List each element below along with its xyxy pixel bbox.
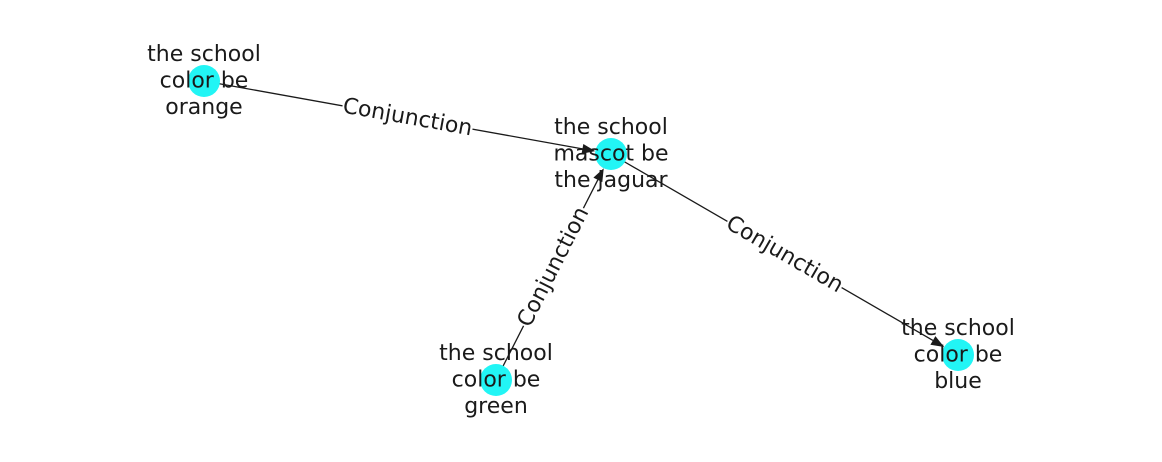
arrowhead-mascot-blue <box>930 336 945 347</box>
node-label-line: the school <box>147 42 261 67</box>
edge-label-background <box>719 208 850 301</box>
node-circle <box>188 65 220 97</box>
arrowhead-green-mascot <box>593 168 604 183</box>
edge-label-text: Conjunction <box>722 211 848 298</box>
node-label-line: the school <box>439 341 553 366</box>
node-circle <box>480 364 512 396</box>
arrowhead-orange-mascot <box>581 143 596 154</box>
node-label-line: the school <box>901 316 1015 341</box>
node-label-line: the school <box>554 115 668 140</box>
node-circle <box>595 138 627 170</box>
node-label-line: orange <box>165 95 242 120</box>
node-label-line: color be <box>914 343 1003 368</box>
node-label-line: blue <box>934 369 982 394</box>
node-circle <box>942 339 974 371</box>
edge-label-orange-mascot: Conjunction <box>339 91 476 144</box>
node-label-line: the jaguar <box>554 168 668 193</box>
edge-label-green-mascot: Conjunction <box>510 201 597 333</box>
edge-label-background <box>510 201 597 333</box>
edge-label-mascot-blue: Conjunction <box>719 208 850 301</box>
node-label-line: mascot be <box>553 142 668 167</box>
node-label-line: color be <box>452 368 541 393</box>
node-label-line: green <box>464 394 528 419</box>
edge-label-background <box>339 91 476 144</box>
edge-label-text: Conjunction <box>341 94 474 142</box>
edge-label-text: Conjunction <box>513 203 595 331</box>
node-label-line: color be <box>160 69 249 94</box>
